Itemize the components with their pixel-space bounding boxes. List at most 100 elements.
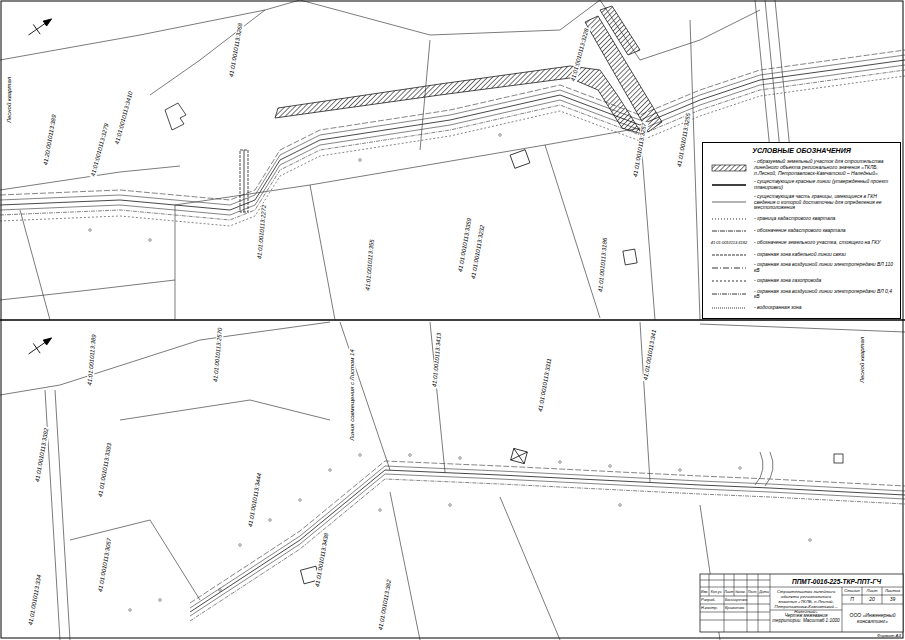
legend-text: - образуемый земельный участок для строи… [752,159,897,176]
parcel-line [0,166,180,190]
legend-line-sample [711,277,747,285]
hatched-plot [600,6,640,55]
legend-text: - существующая часть границы, имеющиеся … [752,194,897,211]
building [623,249,637,265]
cadastral-number: 41:01:0010113:3186 [597,237,609,294]
stamp-cell: Бондаренко [725,598,747,603]
stamp-cell: Подп. [747,590,758,594]
cadastral-number: 41:01:0010113:3359 [457,217,473,274]
sheet-divider [0,319,905,320]
cadastral-number: 41:01:0010113:3392 [34,427,50,484]
building [511,448,528,463]
cadastral-number: 41:01:0010113:3410 [113,90,134,146]
legend-line-sample [711,181,747,189]
stamp-value: П [842,597,862,603]
drawing-code: ППМТ-0016-225-ТКР-ППТ-ГЧ [770,578,903,585]
road-edge [755,452,763,485]
legend-row: - существующая часть границы, имеющиеся … [706,194,897,211]
legend-sample [706,263,752,272]
parcel-line [600,0,760,60]
match-line-note: Линия совмещения с Листом 14 [349,348,356,442]
parcel-line [175,205,176,320]
cadastral-number: 41:01:0010113:2272 [256,204,268,261]
stamp-header: Листов [882,589,903,594]
legend-sample [706,214,752,223]
legend-row: - охранная зона газопровода [706,277,897,286]
legend-sample [706,277,752,286]
stamp-header: Стадия [842,589,862,594]
parcel-line [340,322,390,470]
legend-row: - охранная зона кабельной линии связи [706,250,897,259]
cadastral-number: 41:20:0010113:389 [42,113,58,167]
title-block [700,574,903,632]
building [834,454,843,463]
area-name: Лесной квартал [859,336,866,384]
legend-line-sample [711,164,747,172]
legend-row: 41:01:0010113:3182 - обозначение земельно… [706,238,897,247]
zone-line [0,76,905,226]
cadastral-number: 41:01:0010113:3268 [228,22,244,79]
structure [240,150,248,212]
hatched-plot [275,66,642,134]
road-edge [190,474,905,616]
cadastral-number: 41:01:0010113:3057 [97,537,113,594]
cadastral-number: 41:01:0010113:382 [377,578,393,632]
legend-sample [706,226,752,235]
parcel-line [0,0,300,60]
legend-sample [706,181,752,190]
ditch-line [55,390,70,640]
legend-sample: 41:01:0010113:3182 [706,238,752,247]
cadastral-number: 41:01:0010113:3232 [470,224,486,281]
parcel-line [390,492,420,640]
parcel-line [500,497,560,640]
stamp-cell: Кол.уч. [709,590,724,594]
stamp-frame [700,574,903,632]
road-edge [765,452,773,486]
road-corridor [190,461,905,621]
cadastral-number: 41:01:0010113:3255 [676,112,692,169]
legend-row: - образуемый земельный участок для строи… [706,159,897,176]
culvert-axis [244,150,245,212]
parcel-line [0,280,175,300]
legend-row: - охранная зона воздушной линии электроп… [706,289,897,301]
stamp-cell: №док. [734,590,747,594]
stamp-cell: Лист [724,590,734,594]
cadastral-number: 41:01:0010113:334 [27,573,43,627]
legend-box: УСЛОВНЫЕ ОБОЗНАЧЕНИЯ- образуемый земельн… [702,142,901,319]
area-name: Лесной квартал [6,76,13,124]
legend-text: - охранная зона кабельной линии связи [752,252,897,258]
legend-line-sample [711,227,747,235]
north-arrow [25,14,55,359]
parcel-line [430,322,445,472]
parcel-line [640,128,655,320]
legend-sample [706,290,752,299]
parcel-line [20,210,50,320]
cadastral-number: 41:01:0010113:3279 [89,122,110,178]
sheet-format: Формат А3 [853,633,901,638]
building [510,150,530,169]
legend-row: - граница кадастрового квартала [706,214,897,223]
cadastral-number: 41:01:0010113:341 [642,328,658,382]
legend-text: - обозначение земельного участка, стояще… [752,240,897,246]
legend-line-sample [711,198,747,206]
building-cross [511,448,528,463]
parcel-boundaries [0,0,790,320]
road-edge [0,55,905,205]
legend-row: - обозначение кадастрового квартала [706,226,897,235]
legend-text: - существующие красные линии (утвержденн… [752,179,897,191]
parcel-boundaries [0,322,905,640]
legend-row: - существующие красные линии (утвержденн… [706,179,897,191]
legend-row: - водоохранная зона [706,303,897,312]
legend-text: - обозначение кадастрового квартала [752,228,897,234]
parcel-line [300,0,600,35]
parcel-line [690,20,700,320]
legend-sample-text: 41:01:0010113:3182 [711,241,747,245]
legend-row: - охранная зона воздушной линии электроп… [706,262,897,274]
sheet-name: Чертеж межевания территории. Масштаб 1:1… [772,613,840,624]
cadastral-number: 41:01:0010113:3444 [247,472,263,529]
legend-sample [706,250,752,259]
zone-line [190,461,905,603]
